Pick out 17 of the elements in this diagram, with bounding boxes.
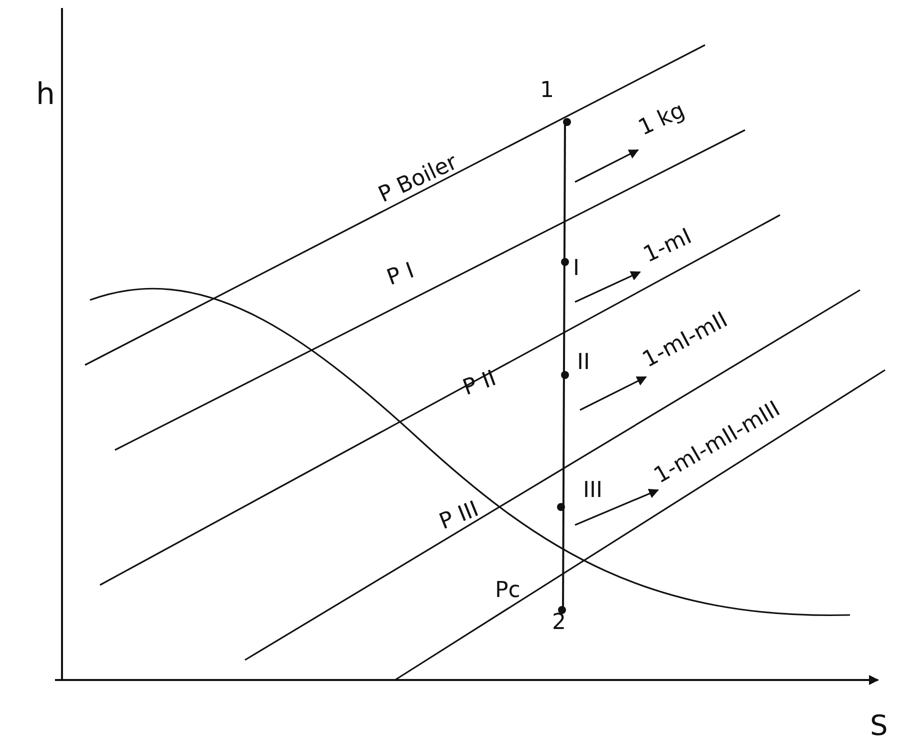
pressure-label: P III: [436, 498, 482, 534]
pressure-label: P Boiler: [376, 152, 461, 207]
pressure-label: Pc: [495, 580, 520, 602]
state-point-label: I: [573, 258, 580, 280]
arrow: [574, 271, 641, 303]
mass-fraction-label: 1 kg: [636, 100, 688, 140]
mass-fraction-label: 1-mI: [640, 226, 696, 267]
arrow: [574, 488, 659, 526]
axis-label: S: [870, 712, 888, 740]
arrow: [574, 149, 639, 183]
state-point-label: 1: [540, 80, 554, 102]
pressure-label: P I: [384, 260, 418, 290]
arrow: [580, 376, 647, 411]
state-point-label: III: [583, 480, 602, 502]
state-point-label: 2: [552, 612, 566, 634]
state-point-label: II: [577, 352, 590, 374]
axis-label: h: [36, 80, 56, 110]
